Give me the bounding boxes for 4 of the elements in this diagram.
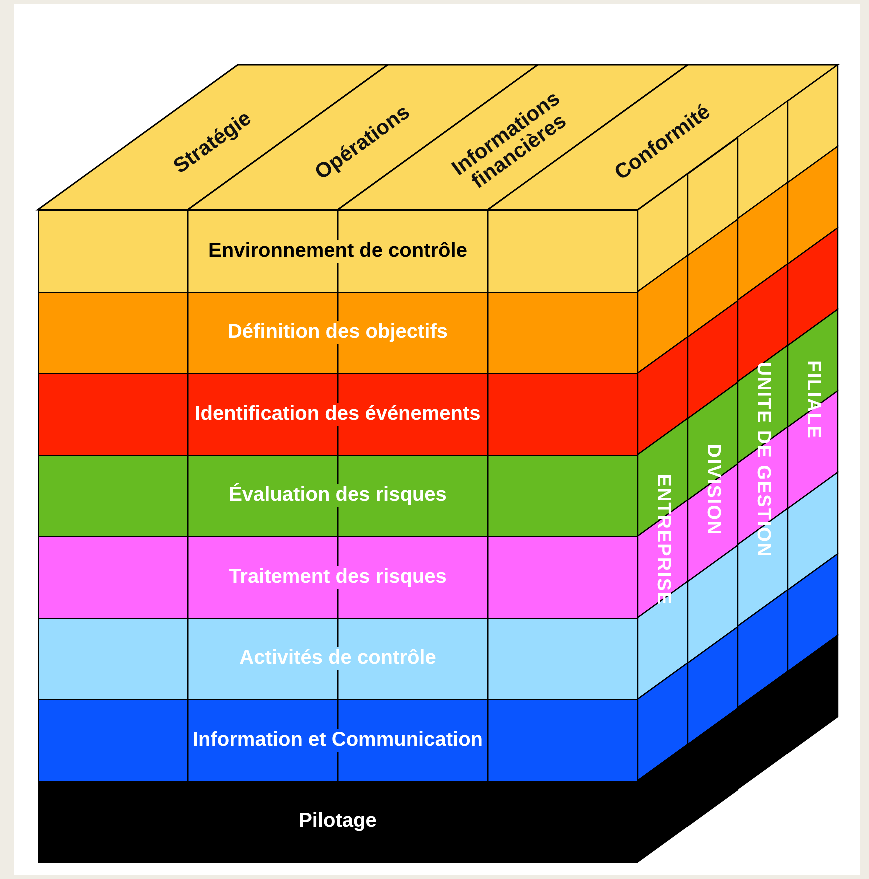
unit-label: ENTREPRISE [652,474,674,606]
unit-label: UNITE DE GESTION [752,362,774,558]
unit-label: FILIALE [802,360,824,440]
unit-label: DIVISION [702,444,724,536]
